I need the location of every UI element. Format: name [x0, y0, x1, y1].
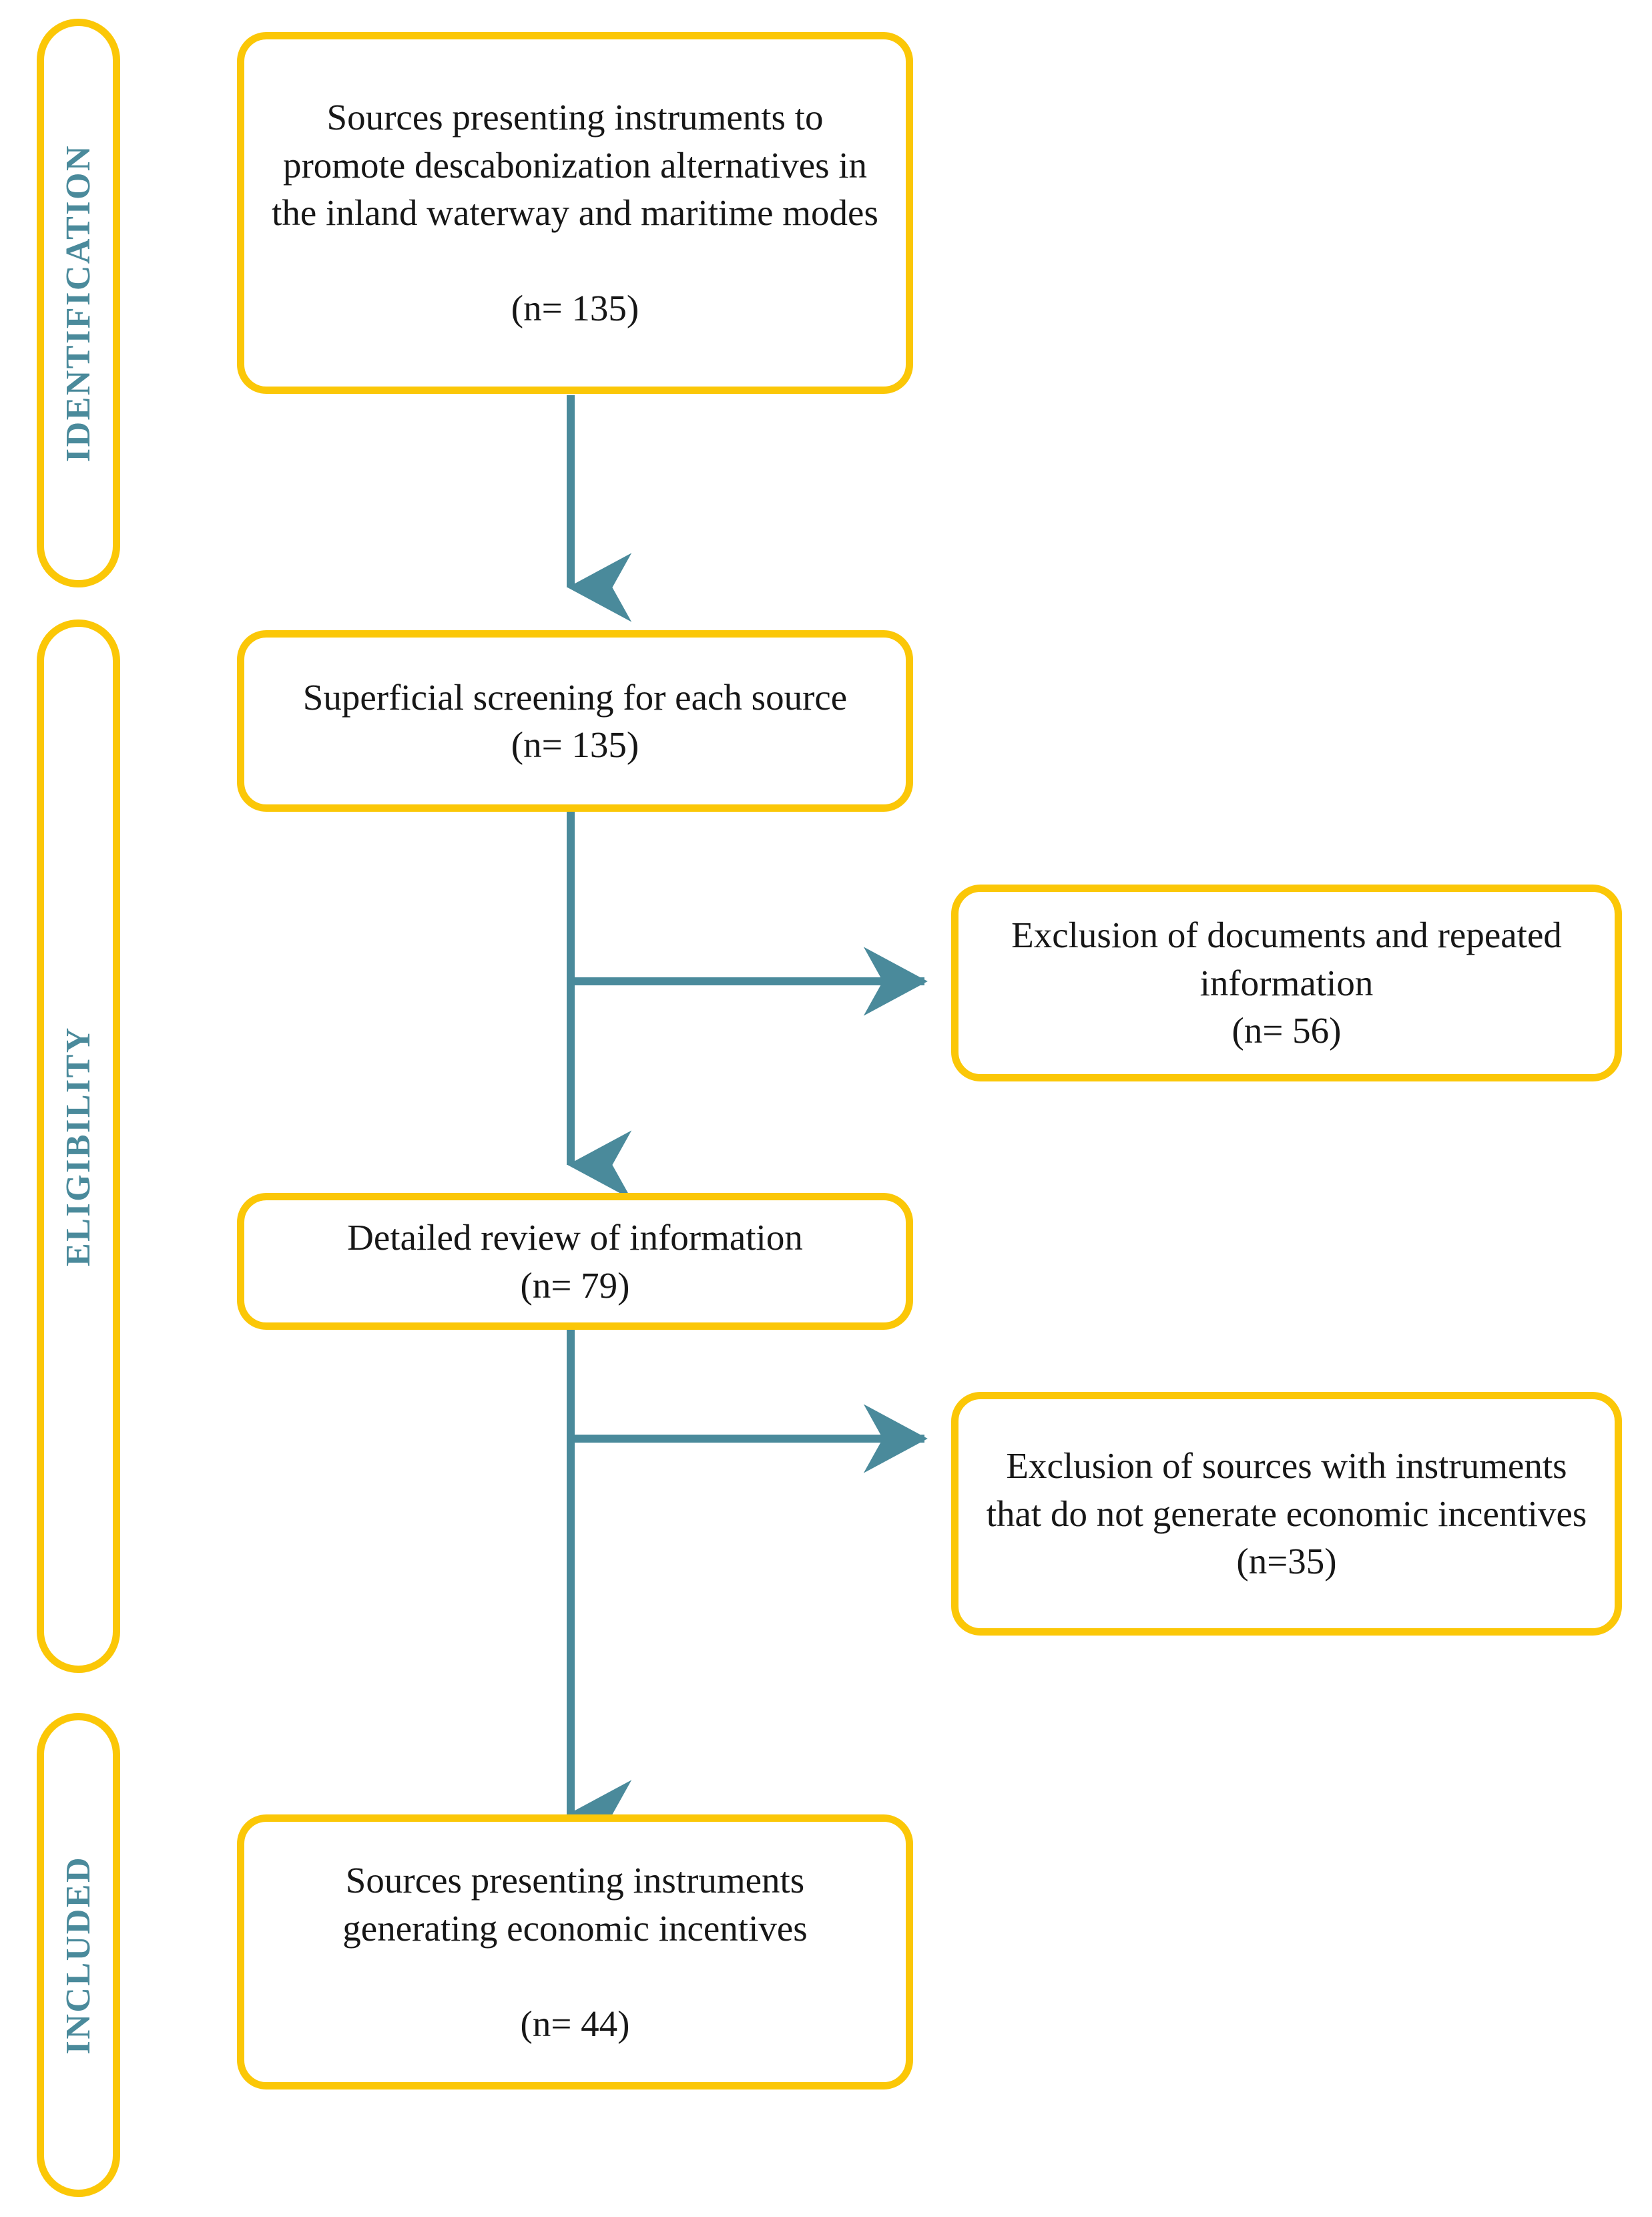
flow-box-sources-identified-text: Sources presenting instruments to promot…	[272, 97, 878, 329]
flow-box-exclusion-documents-repeated-text: Exclusion of documents and repeated info…	[1011, 915, 1562, 1051]
flow-box-detailed-review-text: Detailed review of information (n= 79)	[347, 1217, 803, 1306]
phase-label-included: INCLUDED	[59, 1855, 97, 2055]
flow-box-sources-included-text: Sources presenting instruments generatin…	[342, 1860, 808, 2044]
flow-box-exclusion-no-economic-incentives-text: Exclusion of sources with instruments th…	[986, 1445, 1587, 1582]
phase-label-eligibility: ELIGIBILITY	[59, 1026, 97, 1266]
flow-box-sources-identified: Sources presenting instruments to promot…	[237, 32, 913, 394]
flow-box-superficial-screening-text: Superficial screening for each source (n…	[302, 676, 848, 766]
flow-box-exclusion-documents-repeated: Exclusion of documents and repeated info…	[951, 885, 1622, 1081]
phase-pill-identification: IDENTIFICATION	[37, 19, 120, 587]
phase-pill-included: INCLUDED	[37, 1713, 120, 2197]
flow-box-detailed-review: Detailed review of information (n= 79)	[237, 1193, 913, 1330]
phase-pill-eligibility: ELIGIBILITY	[37, 620, 120, 1673]
flow-box-exclusion-no-economic-incentives: Exclusion of sources with instruments th…	[951, 1392, 1622, 1636]
phase-label-identification: IDENTIFICATION	[59, 144, 97, 463]
flow-box-sources-included: Sources presenting instruments generatin…	[237, 1814, 913, 2089]
flow-box-superficial-screening: Superficial screening for each source (n…	[237, 630, 913, 812]
